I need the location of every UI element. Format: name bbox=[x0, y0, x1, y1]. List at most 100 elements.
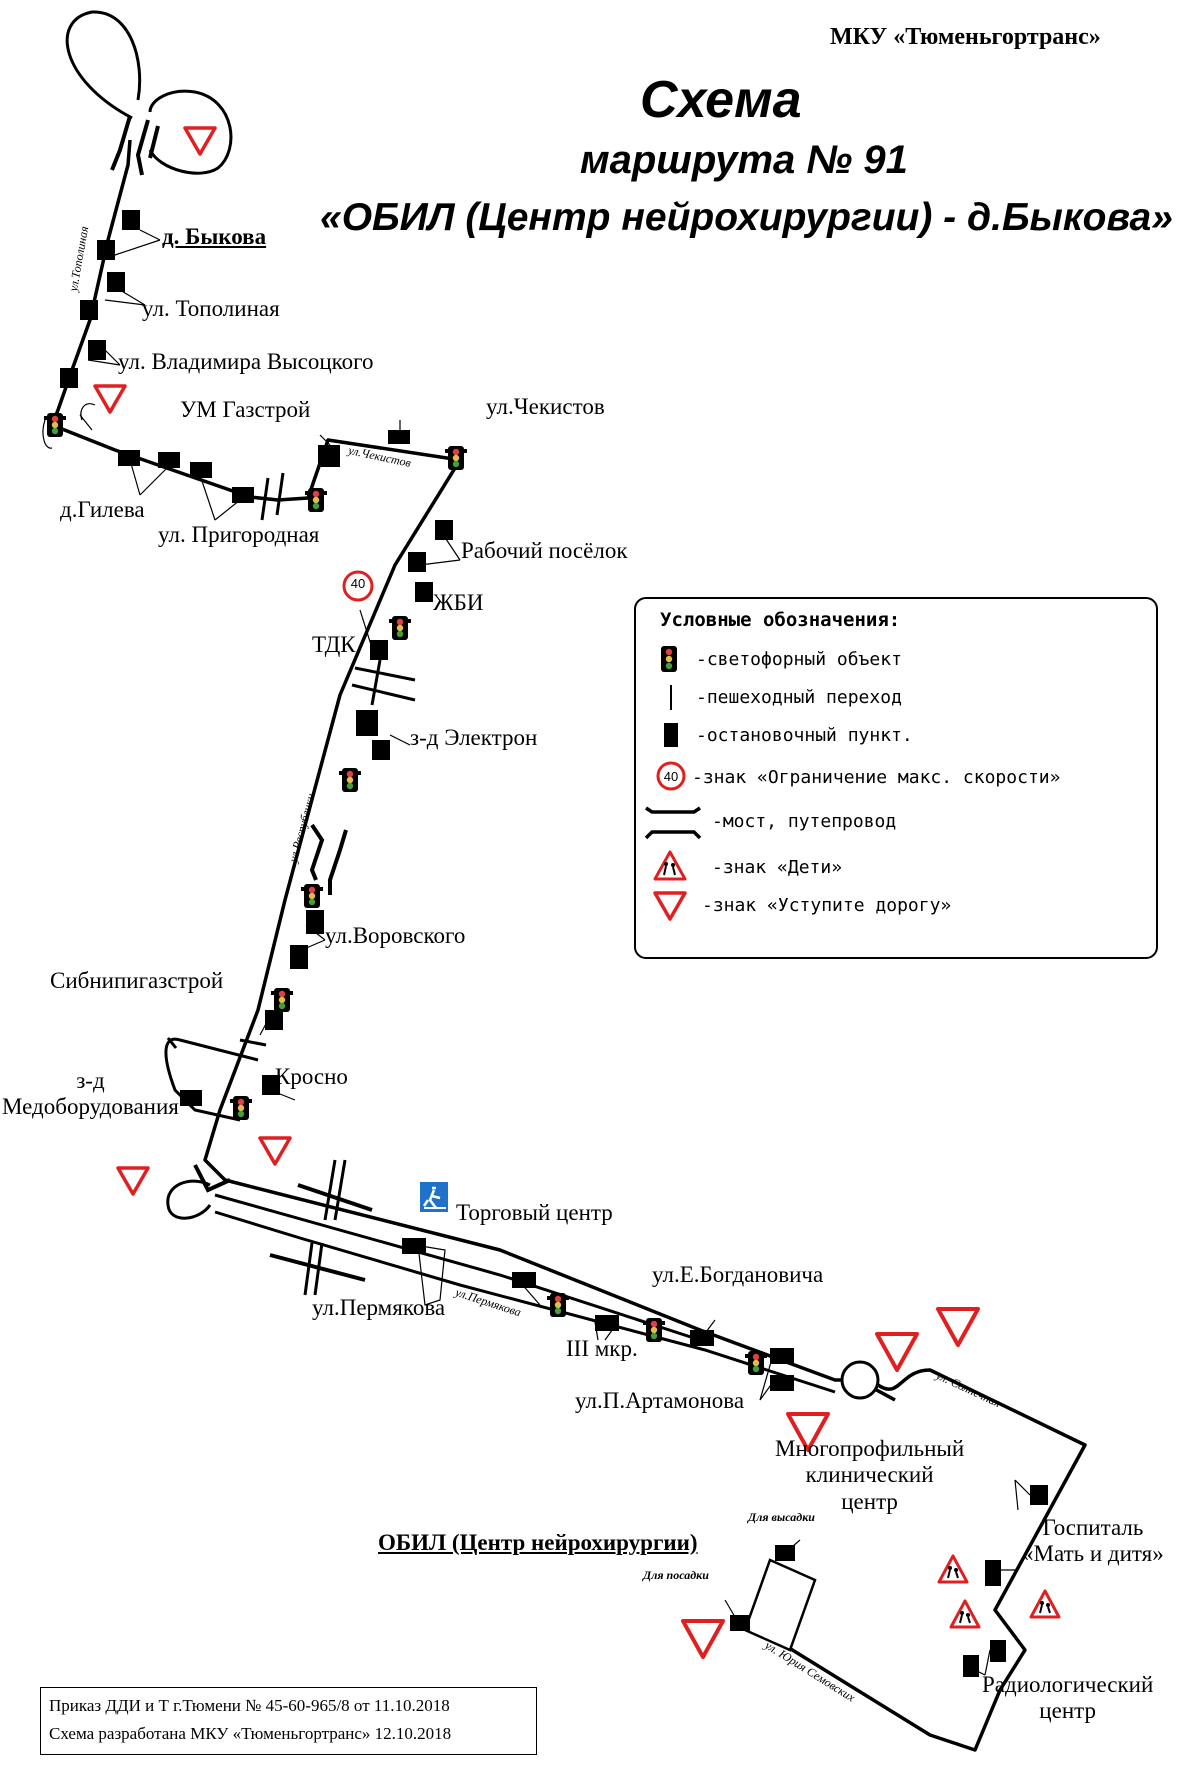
legend-speed-value: 40 bbox=[664, 769, 678, 784]
stop-label-medoborudovaniya: з-д Медоборудования bbox=[2, 1068, 179, 1120]
stop-label-um-gazstroy: УМ Газстрой bbox=[180, 397, 311, 422]
stop-label-permyakova: ул.Пермякова bbox=[312, 1295, 446, 1320]
bus-stop bbox=[388, 430, 410, 444]
bus-stop bbox=[730, 1615, 750, 1631]
bus-stop bbox=[97, 240, 115, 260]
legend-item-give-way: -знак «Уступите дорогу» bbox=[702, 895, 952, 916]
legend-item-crossing: -пешеходный переход bbox=[696, 687, 902, 708]
speed-limit-icon: 40 bbox=[656, 761, 686, 791]
bus-stop bbox=[990, 1640, 1006, 1662]
pedestrian-crossing-icon bbox=[670, 685, 672, 710]
bus-stop bbox=[190, 462, 212, 478]
legend-item-children: -знак «Дети» bbox=[712, 857, 843, 878]
boarding-label: Для посадки bbox=[643, 1568, 709, 1582]
bus-stop bbox=[370, 640, 388, 660]
speed-limit-value: 40 bbox=[350, 576, 366, 591]
roundabout bbox=[840, 1360, 880, 1400]
bridge-bykova bbox=[110, 115, 160, 176]
bus-stop bbox=[107, 272, 125, 292]
stop-label-rabochiy: Рабочий посёлок bbox=[461, 538, 628, 563]
bus-stop bbox=[180, 1090, 202, 1106]
stop-label-mkc: Многопрофильный клинический центр bbox=[775, 1436, 965, 1514]
bus-stop bbox=[595, 1315, 619, 1331]
bus-stop bbox=[512, 1272, 536, 1288]
turnaround-loop-bykova-2 bbox=[148, 89, 233, 175]
footer-order: Приказ ДДИ и Т г.Тюмени № 45-60-965/8 от… bbox=[49, 1696, 450, 1715]
speed-limit-sign bbox=[342, 570, 374, 602]
legend-box: Условные обозначения: -светофорный объек… bbox=[634, 597, 1158, 959]
stop-label-artamonova: ул.П.Артамонова bbox=[575, 1388, 745, 1413]
organization-name: МКУ «Тюменьгортранс» bbox=[830, 24, 1101, 50]
drop-off-label: Для высадки bbox=[748, 1510, 815, 1524]
legend-heading: Условные обозначения: bbox=[660, 609, 901, 631]
turnaround-loop-sw bbox=[166, 1179, 212, 1220]
stop-label-prigorodnaya: ул. Пригородная bbox=[158, 522, 320, 547]
footer-developed: Схема разработана МКУ «Тюменьгортранс» 1… bbox=[49, 1724, 452, 1743]
bus-stop bbox=[60, 368, 78, 388]
bus-stop bbox=[415, 582, 433, 602]
bus-stop bbox=[88, 340, 106, 360]
stop-label-bogdanovicha: ул.Е.Богдановича bbox=[652, 1262, 824, 1287]
bus-stop bbox=[290, 945, 308, 969]
bus-stop bbox=[402, 1238, 426, 1254]
stop-label-chekistov: ул.Чекистов bbox=[486, 394, 605, 419]
stop-label-gileva: д.Гилева bbox=[60, 497, 145, 522]
bus-stop bbox=[122, 210, 140, 230]
give-way-sign-icon bbox=[653, 891, 687, 921]
legend-item-bus-stop: -остановочный пункт. bbox=[696, 725, 913, 746]
turnaround-loop-medoborudovaniya bbox=[164, 1037, 259, 1122]
bus-stop bbox=[80, 300, 98, 320]
bus-stop bbox=[770, 1375, 794, 1391]
bus-stop bbox=[262, 1075, 280, 1095]
bus-stops bbox=[60, 210, 1048, 1677]
bus-stop bbox=[1030, 1485, 1048, 1505]
bus-stop-icon bbox=[664, 723, 678, 747]
bus-stop bbox=[985, 1560, 1001, 1586]
route-name: «ОБИЛ (Центр нейрохирургии) - д.Быкова» bbox=[320, 196, 1173, 239]
scheme-title: Схема bbox=[640, 71, 802, 129]
bus-stop bbox=[318, 445, 340, 467]
stop-label-elektron: з-д Электрон bbox=[410, 725, 538, 750]
stop-label-radiology: Радиологический центр bbox=[982, 1672, 1154, 1724]
terminal-building-obil bbox=[743, 1558, 817, 1652]
bus-stop bbox=[306, 910, 324, 934]
route-line-parallel bbox=[214, 1193, 701, 1342]
bus-stop bbox=[408, 552, 426, 572]
bridge-icon bbox=[644, 806, 702, 840]
stop-label-topolinaya: ул. Тополиная bbox=[142, 296, 280, 321]
route-line-solnechnaya bbox=[753, 1368, 1087, 1752]
legend-item-bridge: -мост, путепровод bbox=[712, 811, 897, 832]
bus-stop bbox=[232, 487, 254, 503]
legend-item-traffic-light: -светофорный объект bbox=[696, 649, 902, 670]
bus-stop bbox=[435, 520, 453, 540]
stop-label-torgovy-centr: Торговый центр bbox=[456, 1200, 613, 1225]
legend-item-speed-limit: -знак «Ограничение макс. скорости» bbox=[692, 767, 1061, 788]
bus-stop bbox=[770, 1348, 794, 1364]
stop-label-iii-mkr: III мкр. bbox=[566, 1336, 638, 1361]
pedestrian-crossing-sign bbox=[420, 1182, 448, 1212]
turnaround-loop-bykova bbox=[65, 10, 142, 120]
stop-label-gospital: Госпиталь «Мать и дитя» bbox=[1022, 1515, 1164, 1567]
route-line bbox=[50, 139, 858, 1382]
bus-stop bbox=[118, 450, 140, 466]
bus-stop bbox=[372, 740, 390, 760]
bridges bbox=[193, 823, 373, 1282]
traffic-light-icon bbox=[661, 646, 677, 672]
bus-stop bbox=[158, 452, 180, 468]
stop-label-bykova: д. Быкова bbox=[162, 224, 267, 249]
bus-stop bbox=[963, 1655, 979, 1677]
bus-stop bbox=[356, 710, 378, 736]
stop-label-sibnipigazstroy: Сибнипигазстрой bbox=[50, 968, 224, 993]
stop-label-zhbi: ЖБИ bbox=[433, 590, 484, 615]
stop-label-obil: ОБИЛ (Центр нейрохирургии) bbox=[378, 1530, 698, 1555]
footer-box: Приказ ДДИ и Т г.Тюмени № 45-60-965/8 от… bbox=[40, 1687, 537, 1755]
leader-lines bbox=[87, 229, 1031, 1676]
stop-label-tdk: ТДК bbox=[312, 632, 356, 657]
pedestrian-crossings bbox=[166, 472, 416, 1296]
route-number: маршрута № 91 bbox=[580, 138, 908, 182]
children-sign-icon bbox=[653, 850, 687, 881]
stop-label-vorovskogo: ул.Воровского bbox=[325, 923, 466, 948]
stop-label-krosno: Кросно bbox=[275, 1064, 348, 1089]
